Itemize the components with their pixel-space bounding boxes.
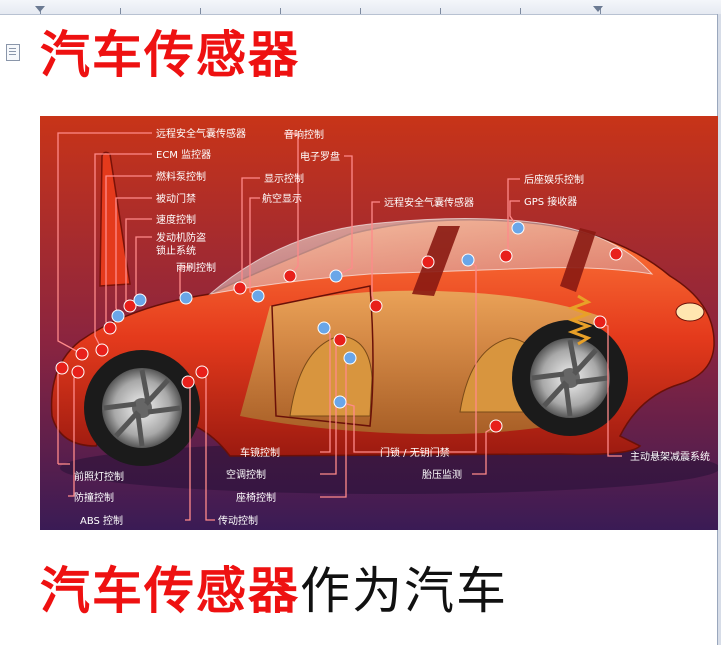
ruler-tick <box>520 8 521 14</box>
front-wheel <box>84 350 200 466</box>
ruler-tick <box>280 8 281 14</box>
front-door-outline <box>271 285 374 427</box>
suspension-spring <box>567 294 593 346</box>
label-remote-airbag-right: 远程安全气囊传感器 <box>384 196 474 209</box>
label-suspension: 主动悬架减震系统 <box>630 450 710 463</box>
ruler-tick <box>120 8 121 14</box>
label-headlight: 前照灯控制 <box>74 470 124 483</box>
label-passive-door: 被动门禁 <box>156 192 196 205</box>
c-pillar <box>560 228 596 292</box>
car-shadow <box>60 442 718 494</box>
label-remote-airbag-left: 远程安全气囊传感器 <box>156 127 246 140</box>
car-sensor-diagram: 远程安全气囊传感器 ECM 监控器 燃料泵控制 被动门禁 速度控制 发动机防盗 … <box>40 116 718 530</box>
label-ecm: ECM 监控器 <box>156 148 211 161</box>
b-pillar <box>412 226 460 296</box>
diagram-labels: 远程安全气囊传感器 ECM 监控器 燃料泵控制 被动门禁 速度控制 发动机防盗 … <box>74 127 710 527</box>
diagram-canvas: 远程安全气囊传感器 ECM 监控器 燃料泵控制 被动门禁 速度控制 发动机防盗 … <box>40 116 718 530</box>
label-seat: 座椅控制 <box>236 491 276 504</box>
rear-light <box>675 302 705 322</box>
document-icon[interactable] <box>6 44 20 61</box>
label-anti-theft-2: 锁止系统 <box>156 244 196 257</box>
label-nav-display: 航空显示 <box>262 192 302 205</box>
ruler-tick <box>440 8 441 14</box>
label-anti-theft-1: 发动机防盗 <box>156 231 206 244</box>
label-display: 显示控制 <box>264 172 304 185</box>
label-wiper: 雨刷控制 <box>176 261 216 274</box>
label-ac: 空调控制 <box>226 468 266 481</box>
label-speed: 速度控制 <box>156 213 196 226</box>
rear-wheel <box>512 320 628 436</box>
horizontal-ruler[interactable] <box>0 0 721 15</box>
body-text-highlight: 汽车传感器 <box>40 561 300 620</box>
page-title: 汽车传感器 <box>40 25 300 84</box>
label-audio: 音响控制 <box>284 128 324 141</box>
label-transmission: 传动控制 <box>218 514 258 527</box>
body-text-rest: 作为汽车 <box>300 562 508 620</box>
ruler-tick <box>200 8 201 14</box>
label-door-lock: 门锁 / 无钥门禁 <box>380 446 450 459</box>
indent-marker-left[interactable] <box>35 6 45 12</box>
ruler-tick <box>360 8 361 14</box>
body-text-line: 汽车传感器作为汽车 <box>40 560 508 622</box>
label-gps: GPS 接收器 <box>524 195 577 208</box>
label-rear-entertainment: 后座娱乐控制 <box>524 173 584 186</box>
label-anti-collision: 防撞控制 <box>74 491 114 504</box>
label-abs: ABS 控制 <box>80 514 123 527</box>
sensor-dots <box>55 221 623 433</box>
label-compass: 电子罗盘 <box>300 150 340 163</box>
label-fuel-pump: 燃料泵控制 <box>156 170 206 183</box>
label-mirror: 车镜控制 <box>240 446 280 459</box>
label-tire-pressure: 胎压监测 <box>422 468 462 481</box>
indent-marker-right[interactable] <box>593 6 603 12</box>
